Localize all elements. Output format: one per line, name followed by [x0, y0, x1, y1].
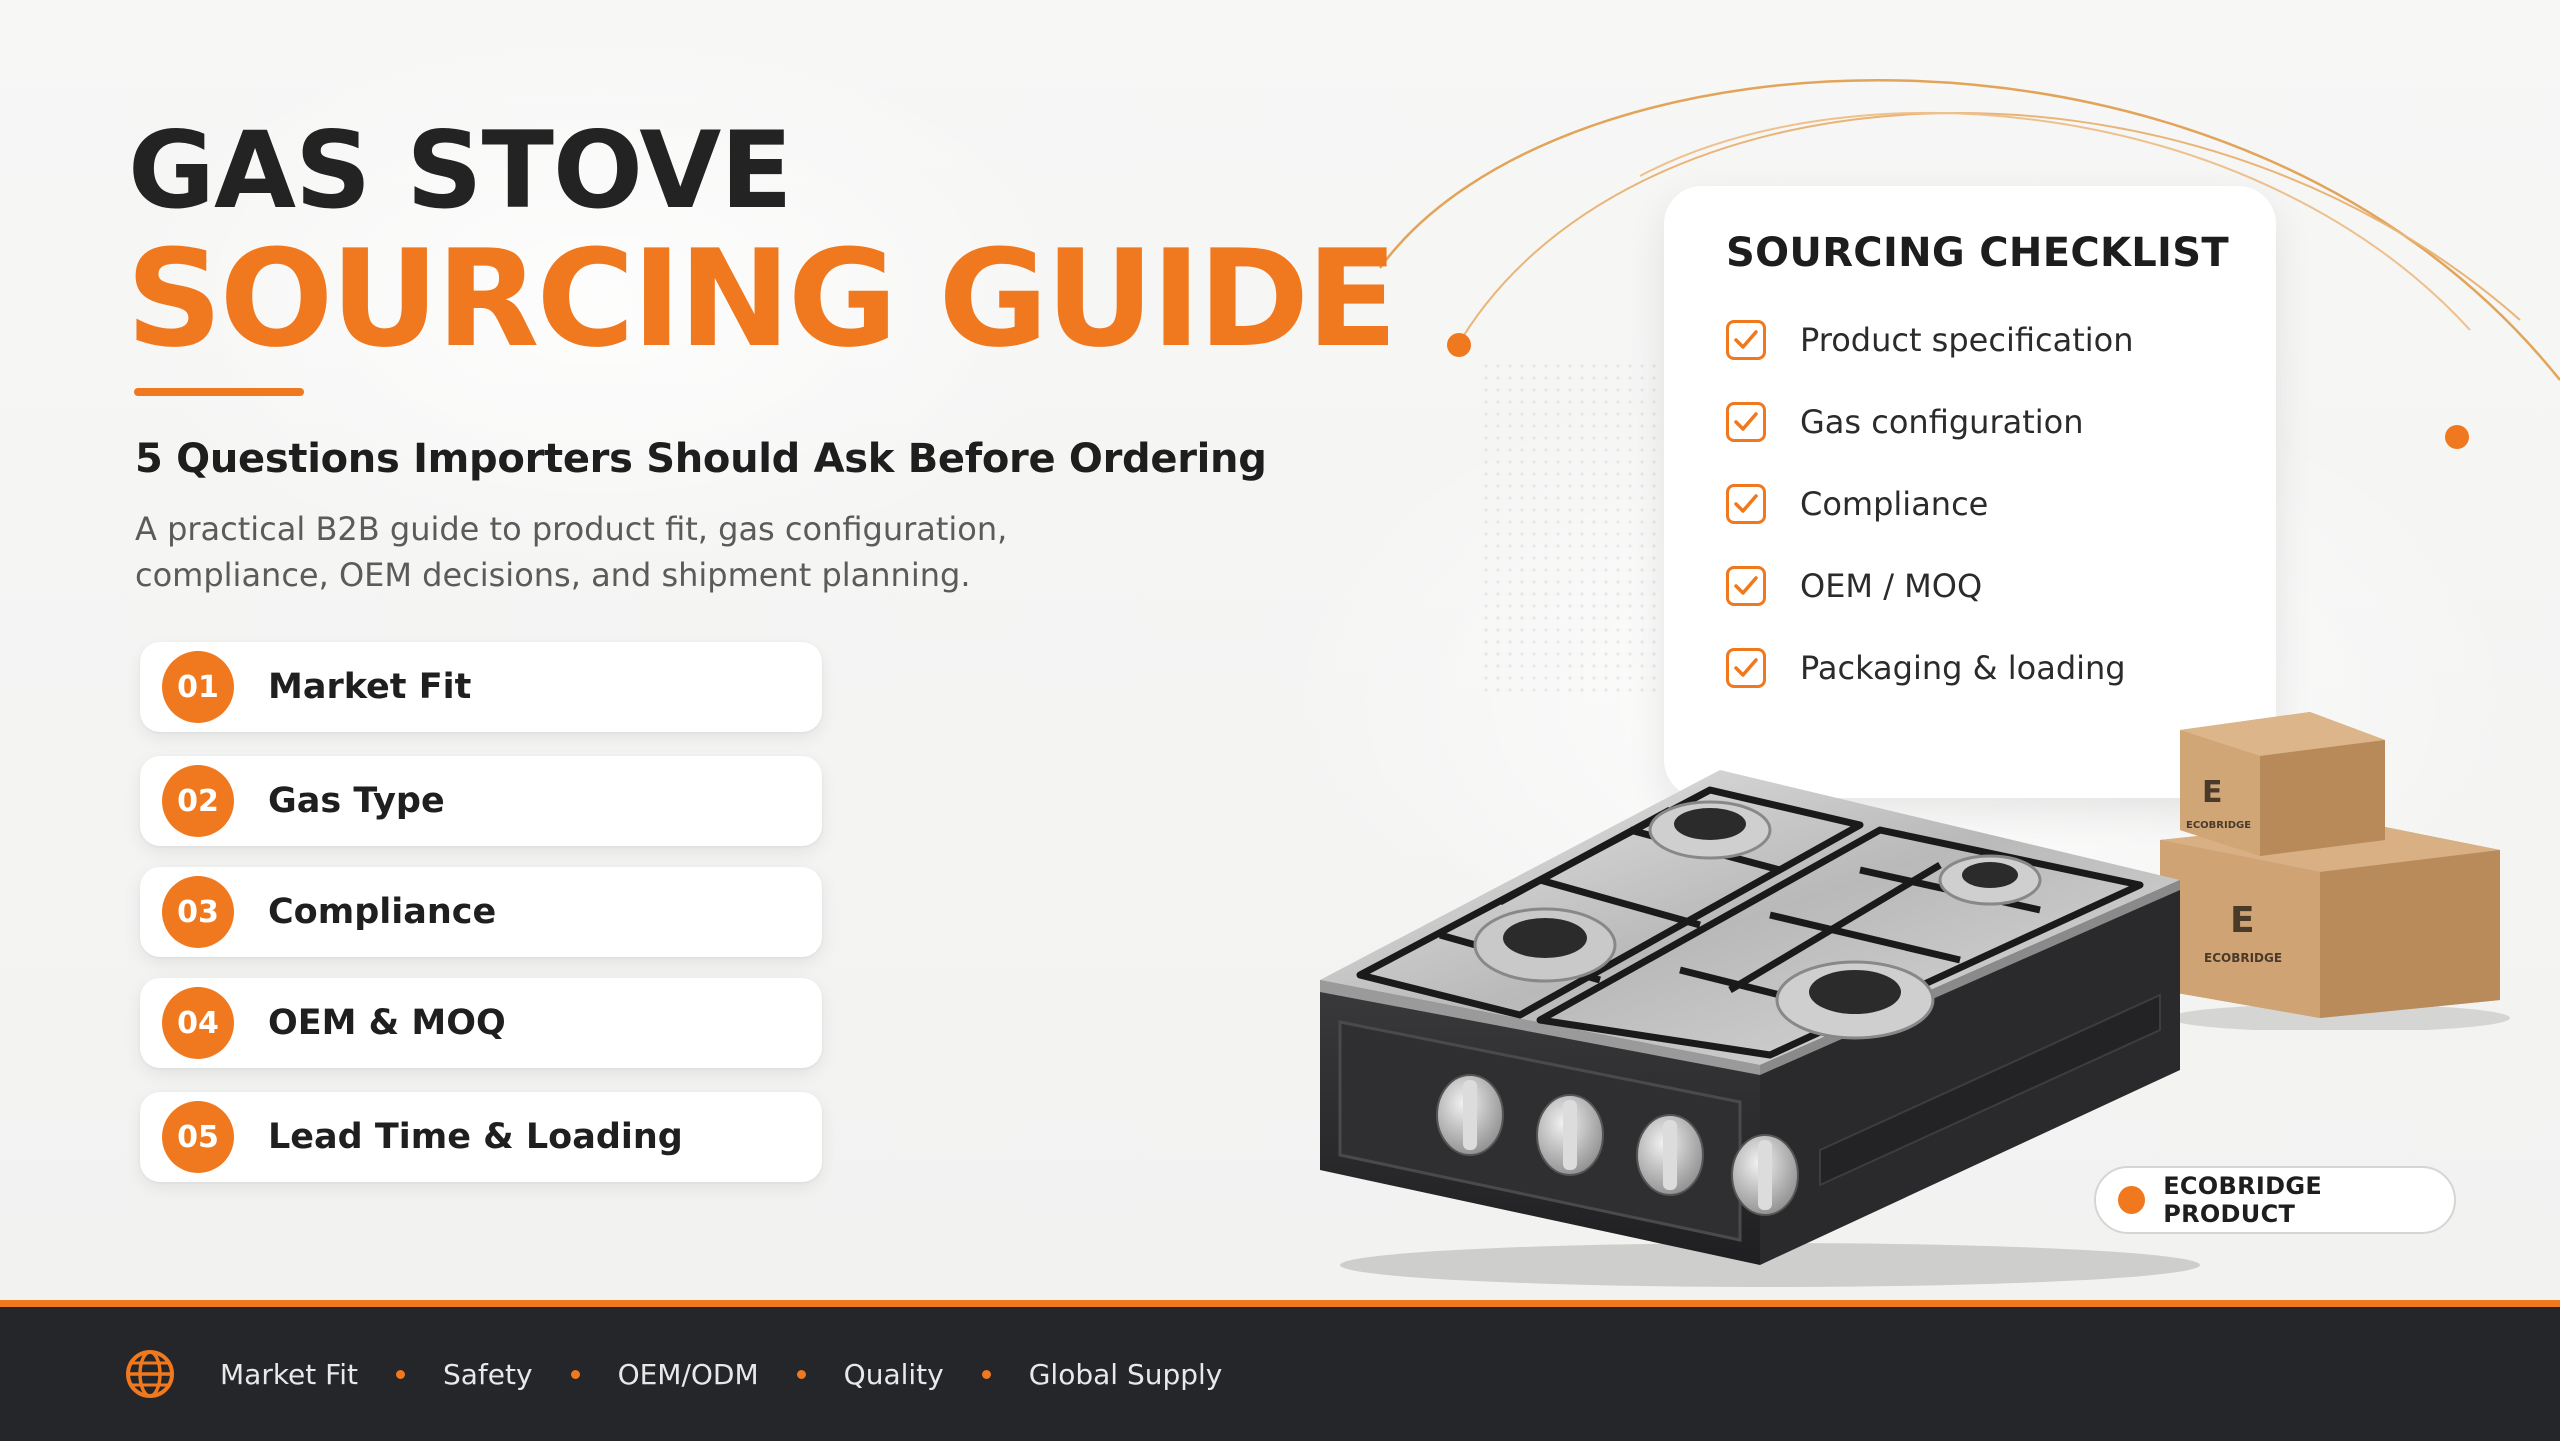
checklist-item-label: OEM / MOQ	[1800, 567, 1983, 605]
checkbox[interactable]	[1726, 648, 1766, 688]
cardboard-boxes: E ECOBRIDGE E ECOBRIDGE	[2160, 712, 2510, 1030]
footer-item-global-supply: Global Supply	[1028, 1357, 1223, 1391]
svg-text:E: E	[2202, 775, 2223, 810]
footer-separator	[796, 1369, 806, 1379]
question-number: 01	[162, 651, 234, 723]
checklist-item[interactable]: Gas configuration	[1726, 398, 2084, 446]
box-brand-upper: ECOBRIDGE	[2186, 820, 2251, 831]
sourcing-checklist-card: SOURCING CHECKLIST Product specification…	[1664, 186, 2276, 798]
footer-item-market-fit: Market Fit	[220, 1357, 358, 1391]
checkbox[interactable]	[1726, 402, 1766, 442]
footer-separator	[570, 1369, 580, 1379]
checkbox[interactable]	[1726, 320, 1766, 360]
footer-separator	[981, 1369, 991, 1379]
question-number: 02	[162, 765, 234, 837]
question-label: OEM & MOQ	[268, 1003, 506, 1043]
description: A practical B2B guide to product fit, ga…	[135, 510, 1008, 594]
checklist-item[interactable]: Product specification	[1726, 316, 2133, 364]
checkbox[interactable]	[1726, 484, 1766, 524]
title-line-1: GAS STOVE	[128, 109, 793, 232]
question-label: Gas Type	[268, 781, 445, 821]
subtitle: 5 Questions Importers Should Ask Before …	[135, 436, 1267, 482]
question-label: Market Fit	[268, 667, 472, 707]
question-card-1[interactable]: 01 Market Fit	[140, 642, 822, 732]
box-brand-lower: ECOBRIDGE	[2204, 951, 2282, 965]
checkmark-icon	[1734, 576, 1758, 595]
checklist-item[interactable]: Packaging & loading	[1726, 644, 2126, 692]
badge-dot	[2118, 1186, 2146, 1214]
globe-icon	[126, 1350, 174, 1398]
title-underline	[134, 388, 304, 396]
ecobridge-product-badge[interactable]: ECOBRIDGE PRODUCT	[2094, 1166, 2456, 1234]
checklist-title: SOURCING CHECKLIST	[1726, 230, 2229, 276]
footer-item-quality: Quality	[843, 1357, 944, 1391]
question-card-2[interactable]: 02 Gas Type	[140, 756, 822, 846]
question-number: 04	[162, 987, 234, 1059]
question-label: Lead Time & Loading	[268, 1117, 683, 1157]
question-card-3[interactable]: 03 Compliance	[140, 867, 822, 957]
gas-stove-image	[1320, 770, 2200, 1287]
question-number: 05	[162, 1101, 234, 1173]
footer-accent-line	[0, 1300, 2560, 1307]
footer-separator	[395, 1369, 405, 1379]
footer-bar: Market Fit Safety OEM/ODM Quality Global…	[0, 1307, 2560, 1441]
checklist-item[interactable]: Compliance	[1726, 480, 1988, 528]
footer-item-safety: Safety	[442, 1357, 533, 1391]
checklist-item-label: Packaging & loading	[1800, 649, 2126, 687]
checkbox[interactable]	[1726, 566, 1766, 606]
question-card-5[interactable]: 05 Lead Time & Loading	[140, 1092, 822, 1182]
checklist-item-label: Compliance	[1800, 485, 1989, 523]
footer-item-oem-odm: OEM/ODM	[617, 1357, 759, 1391]
svg-text:E: E	[2230, 900, 2255, 941]
checkmark-icon	[1734, 658, 1758, 677]
checkmark-icon	[1734, 494, 1758, 513]
checklist-item-label: Gas configuration	[1800, 403, 2084, 441]
badge-label: ECOBRIDGE PRODUCT	[2163, 1172, 2323, 1228]
checkmark-icon	[1734, 330, 1758, 349]
title-line-2: SOURCING GUIDE	[126, 221, 1398, 377]
question-label: Compliance	[268, 892, 497, 932]
question-number: 03	[162, 876, 234, 948]
checklist-item-label: Product specification	[1800, 321, 2134, 359]
checkmark-icon	[1734, 412, 1758, 431]
question-card-4[interactable]: 04 OEM & MOQ	[140, 978, 822, 1068]
checklist-item[interactable]: OEM / MOQ	[1726, 562, 1982, 610]
